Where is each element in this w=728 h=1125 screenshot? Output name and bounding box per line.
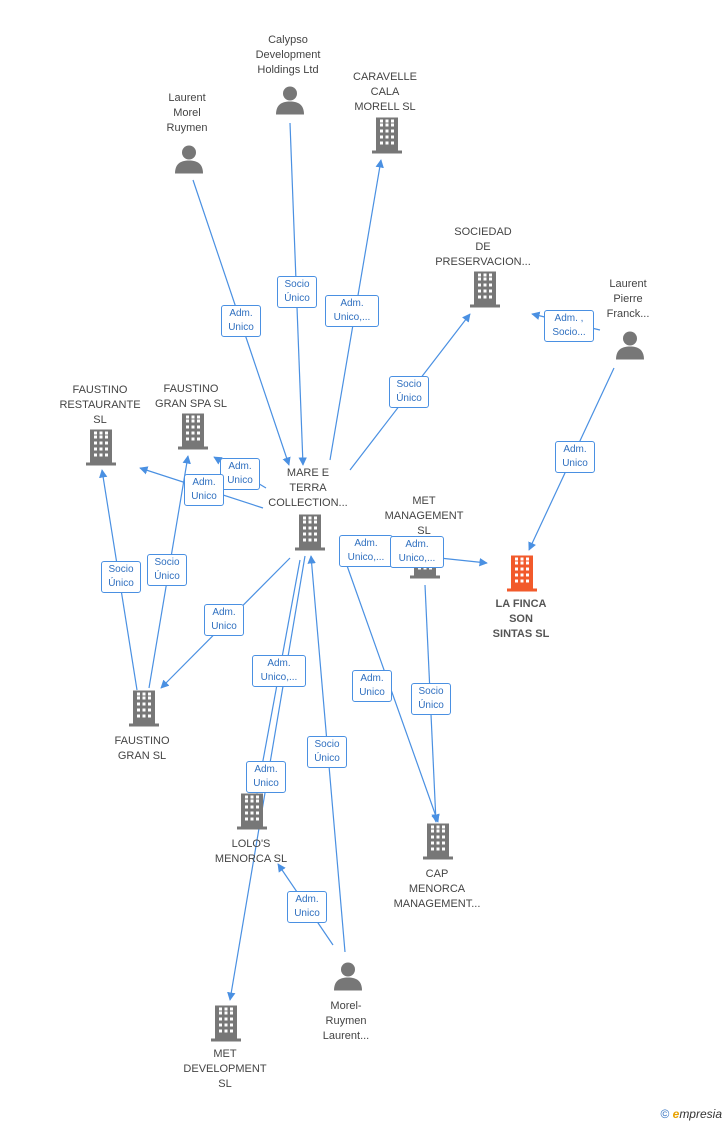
person-icon-laurent_morel[interactable] <box>174 144 204 179</box>
company-icon-sociedad[interactable] <box>470 271 500 313</box>
node-label-cap[interactable]: CAP MENORCA MANAGEMENT... <box>393 868 481 910</box>
edge-label-e19[interactable]: Adm. Unico <box>287 891 327 923</box>
node-label-faustino_rest[interactable]: FAUSTINO RESTAURANTE SL <box>59 384 141 426</box>
edge-label-e17[interactable]: Adm. Unico <box>246 761 286 793</box>
node-label-mare[interactable]: MARE E TERRA COLLECTION... <box>268 467 348 509</box>
company-icon-caravelle[interactable] <box>372 117 402 159</box>
company-icon-faustino_gran[interactable] <box>129 690 159 732</box>
edge-label-e5[interactable]: Adm. , Socio... <box>544 310 594 342</box>
edge-label-e9[interactable]: Adm. Unico,... <box>339 535 393 567</box>
node-label-laurent_pierre[interactable]: Laurent Pierre Franck... <box>606 278 650 320</box>
copyright-icon: © <box>660 1107 670 1121</box>
company-icon-lolos[interactable] <box>237 793 267 835</box>
node-label-caravelle[interactable]: CARAVELLE CALA MORELL SL <box>353 71 417 113</box>
node-label-faustino_gran[interactable]: FAUSTINO GRAN SL <box>114 735 170 762</box>
brand-logo-letter: e <box>672 1107 680 1121</box>
edge-label-e6[interactable]: Adm. Unico <box>555 441 595 473</box>
company-icon-faustino_rest[interactable] <box>86 429 116 471</box>
edge-label-e12[interactable]: Socio Único <box>147 554 187 586</box>
company-icon-faustino_spa[interactable] <box>178 413 208 455</box>
node-label-morel_ruymen[interactable]: Morel- Ruymen Laurent... <box>322 1000 370 1042</box>
node-label-met_dev[interactable]: MET DEVELOPMENT SL <box>183 1048 267 1090</box>
edge-label-e1[interactable]: Socio Único <box>277 276 317 308</box>
person-icon-calypso[interactable] <box>275 85 305 120</box>
node-label-laurent_morel[interactable]: Laurent Morel Ruymen <box>166 92 208 134</box>
person-icon-morel_ruymen[interactable] <box>333 961 363 996</box>
node-label-faustino_spa[interactable]: FAUSTINO GRAN SPA SL <box>155 383 227 410</box>
edge-label-e8[interactable]: Adm. Unico <box>184 474 224 506</box>
brand-logo-text: mpresia <box>679 1107 722 1121</box>
edge-label-e18[interactable]: Socio Único <box>307 736 347 768</box>
node-label-calypso[interactable]: Calypso Development Holdings Ltd <box>255 34 321 76</box>
company-icon-cap[interactable] <box>423 823 453 865</box>
edge-label-e13[interactable]: Adm. Unico <box>204 604 244 636</box>
edge-label-e4[interactable]: Socio Único <box>389 376 429 408</box>
company-icon-met_dev[interactable] <box>211 1005 241 1047</box>
edge-label-e10[interactable]: Adm. Unico,... <box>390 536 444 568</box>
edge-label-e11[interactable]: Socio Único <box>101 561 141 593</box>
company-icon-la_finca[interactable] <box>507 555 537 597</box>
node-label-la_finca[interactable]: LA FINCA SON SINTAS SL <box>492 598 550 640</box>
edge-label-e3[interactable]: Adm. Unico,... <box>325 295 379 327</box>
node-label-sociedad[interactable]: SOCIEDAD DE PRESERVACION... <box>435 226 531 268</box>
edge-label-e2[interactable]: Adm. Unico <box>221 305 261 337</box>
edge-label-e16[interactable]: Socio Único <box>411 683 451 715</box>
node-label-lolos[interactable]: LOLO'S MENORCA SL <box>214 838 288 865</box>
person-icon-laurent_pierre[interactable] <box>615 330 645 365</box>
empresia-brand: © empresia <box>660 1107 722 1121</box>
node-label-met_mgmt[interactable]: MET MANAGEMENT SL <box>384 495 464 537</box>
company-icon-mare[interactable] <box>295 514 325 556</box>
edge-label-e14[interactable]: Adm. Unico,... <box>252 655 306 687</box>
edge-label-e15[interactable]: Adm. Unico <box>352 670 392 702</box>
edge-label-e7[interactable]: Adm. Unico <box>220 458 260 490</box>
